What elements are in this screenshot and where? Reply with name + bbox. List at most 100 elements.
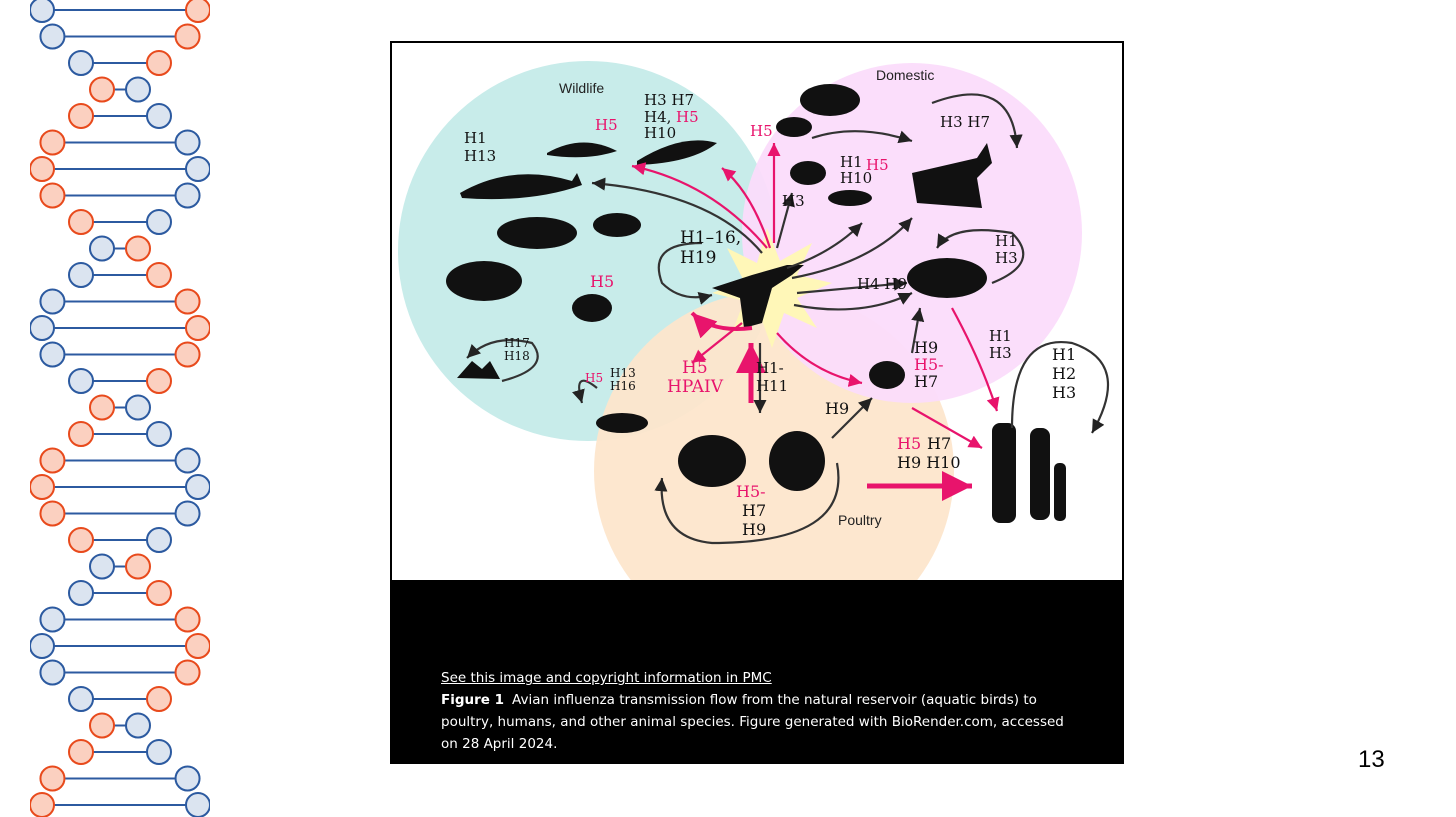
fox-icon bbox=[593, 213, 641, 237]
pmc-copyright-link[interactable]: See this image and copyright information… bbox=[441, 670, 772, 686]
gull-label-h5: H5 bbox=[585, 371, 603, 385]
dna-helix-decoration bbox=[30, 0, 210, 817]
mink-label-1: H1 bbox=[840, 153, 863, 171]
dna-base bbox=[68, 103, 94, 129]
dna-base bbox=[174, 500, 201, 527]
figure-artwork: Wildlife Domestic Poultry bbox=[392, 43, 1122, 651]
pig-human-label-1: H1 bbox=[989, 327, 1012, 345]
mink-icon bbox=[828, 190, 872, 206]
poultry-label: Poultry bbox=[838, 512, 882, 528]
poultry-self-label-3: H9 bbox=[742, 520, 766, 539]
domestic-label: Domestic bbox=[876, 67, 934, 83]
dna-rungs bbox=[30, 0, 210, 817]
figure-number: Figure 1 bbox=[441, 692, 505, 708]
dog-icon bbox=[790, 161, 826, 185]
gull-label-1: H13 bbox=[610, 366, 636, 380]
horse-icon bbox=[912, 143, 992, 208]
gull-icon bbox=[596, 413, 648, 433]
bat-icon bbox=[457, 361, 500, 379]
bat-label-2: H18 bbox=[504, 349, 530, 363]
dna-base bbox=[185, 474, 210, 500]
dna-base bbox=[174, 606, 201, 633]
dolphin-label: H5 bbox=[595, 116, 618, 134]
dna-base bbox=[68, 686, 94, 712]
transmission-diagram: Wildlife Domestic Poultry bbox=[398, 61, 1110, 651]
seal-label-1: H3 H7 bbox=[644, 91, 694, 109]
humans-label-3: H3 bbox=[1052, 383, 1076, 402]
dna-base bbox=[146, 686, 172, 712]
dna-base bbox=[146, 368, 172, 394]
dna-base bbox=[39, 23, 66, 50]
figure-caption: See this image and copyright information… bbox=[441, 667, 1081, 755]
poultry-self-label-1: H5- bbox=[736, 482, 766, 501]
whale-icon bbox=[460, 173, 582, 200]
quail-label-2: H5- bbox=[914, 355, 944, 374]
whale-label-2: H13 bbox=[464, 147, 496, 165]
figure: Wildlife Domestic Poultry bbox=[390, 41, 1124, 764]
chicken-icon bbox=[769, 431, 825, 491]
dna-base bbox=[68, 368, 94, 394]
poultry-human-label-1: H7 bbox=[927, 434, 951, 453]
dna-base bbox=[39, 606, 66, 633]
dna-base bbox=[125, 712, 151, 739]
humans-icon bbox=[992, 423, 1066, 523]
dna-base bbox=[39, 341, 66, 368]
horse-label: H3 H7 bbox=[940, 113, 990, 131]
gull-label-2: H16 bbox=[610, 379, 636, 393]
dna-base bbox=[146, 421, 172, 447]
cat-label: H5 bbox=[750, 122, 773, 140]
transmission-arrows bbox=[466, 93, 1110, 545]
pig-label-2: H3 bbox=[995, 249, 1018, 267]
poultry-human-label-h5: H5 bbox=[897, 434, 921, 453]
dna-base bbox=[39, 288, 66, 315]
dna-base bbox=[146, 262, 172, 288]
dna-base bbox=[185, 792, 210, 817]
bat-label-1: H17 bbox=[504, 336, 530, 350]
dna-base bbox=[68, 421, 94, 447]
dna-base bbox=[68, 209, 94, 235]
seal-icon bbox=[637, 140, 717, 165]
reservoir-label-1: H1–16, bbox=[680, 228, 741, 248]
pig-human-label-2: H3 bbox=[989, 344, 1012, 362]
dna-base bbox=[89, 76, 115, 103]
dna-base bbox=[39, 447, 66, 474]
dna-base bbox=[146, 209, 172, 235]
humans-label-2: H2 bbox=[1052, 364, 1076, 383]
carnivores-label: H5 bbox=[590, 272, 614, 291]
dolphin-icon bbox=[547, 142, 617, 158]
reservoir-label-2: H19 bbox=[680, 248, 716, 268]
caption-text: Avian influenza transmission flow from t… bbox=[441, 692, 1064, 752]
mink-label-2: H10 bbox=[840, 169, 872, 187]
dna-base bbox=[89, 235, 115, 262]
dna-base bbox=[185, 633, 210, 659]
dna-base bbox=[30, 474, 55, 500]
whale-label-1: H1 bbox=[464, 129, 487, 147]
dna-base bbox=[125, 76, 151, 103]
pig-icon bbox=[907, 258, 987, 298]
pig-label-1: H1 bbox=[995, 232, 1018, 250]
dna-base bbox=[174, 182, 201, 209]
dna-base bbox=[68, 50, 94, 76]
dna-base bbox=[146, 580, 172, 606]
quail-label-1: H9 bbox=[914, 338, 938, 357]
dna-base bbox=[125, 235, 151, 262]
quail-poultry-label: H9 bbox=[825, 399, 849, 418]
dna-base bbox=[30, 792, 55, 817]
dna-base bbox=[174, 659, 201, 686]
dna-base bbox=[39, 500, 66, 527]
dna-base bbox=[146, 739, 172, 765]
dna-base bbox=[68, 580, 94, 606]
dna-base bbox=[30, 0, 55, 23]
cat-icon bbox=[776, 117, 812, 137]
dna-base bbox=[174, 288, 201, 315]
hpaiv-label-2: HPAIV bbox=[667, 377, 724, 397]
to-poultry-label-2: H11 bbox=[756, 377, 788, 395]
dog-label: H3 bbox=[782, 192, 805, 210]
dna-base bbox=[39, 182, 66, 209]
carnivores-icon bbox=[497, 217, 577, 249]
dna-base bbox=[146, 527, 172, 553]
dna-base bbox=[30, 315, 55, 341]
dna-base bbox=[174, 129, 201, 156]
dna-base bbox=[39, 659, 66, 686]
dna-base bbox=[185, 156, 210, 182]
